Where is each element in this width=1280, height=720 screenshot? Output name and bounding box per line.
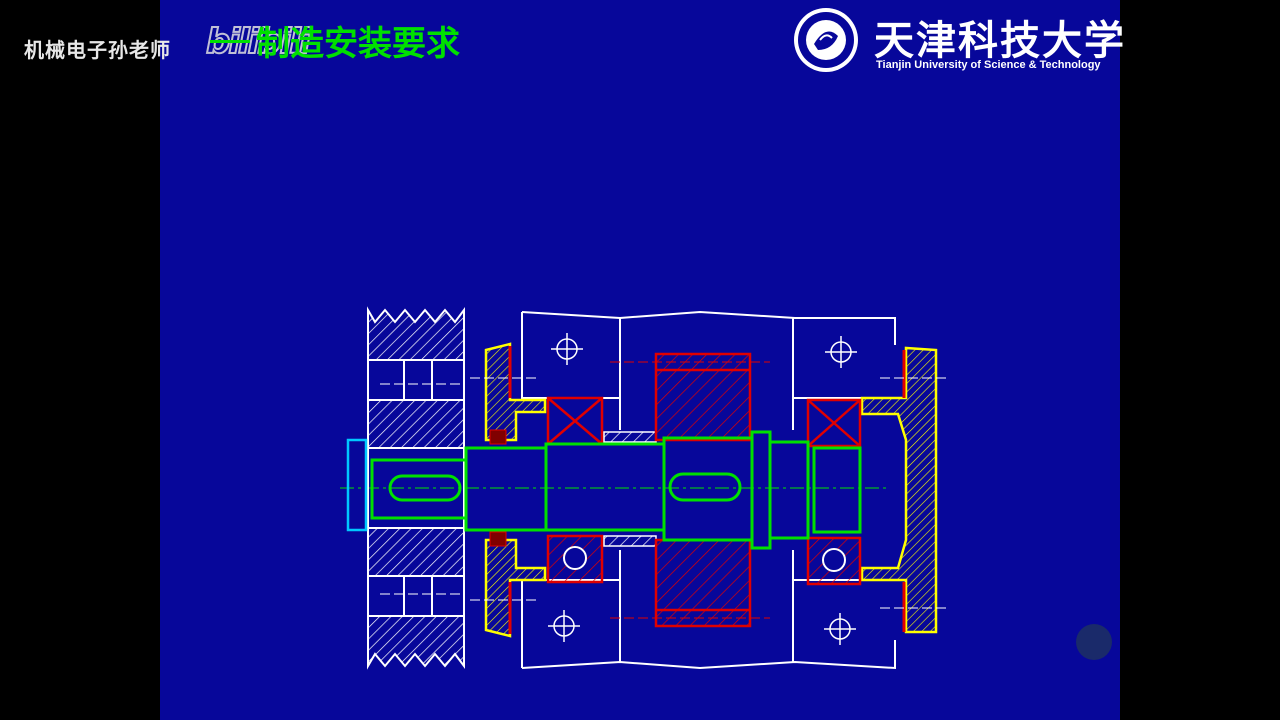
- channel-watermark: 机械电子孙老师: [24, 38, 171, 62]
- university-name-en: Tianjin University of Science & Technolo…: [876, 59, 1101, 71]
- spur-gear: [610, 352, 770, 628]
- felt-seals: [489, 429, 507, 547]
- left-bearing-ball: [563, 546, 587, 570]
- pulley-keyway: [388, 474, 462, 502]
- university-seal-icon: [794, 8, 858, 72]
- slide-title: 制造安装要求: [256, 24, 460, 64]
- right-end-cover: [860, 346, 938, 634]
- pulley-retaining-plate: [346, 438, 368, 532]
- shaft: [370, 430, 862, 550]
- centerline-marks: [380, 377, 950, 609]
- v-belt-pulley: [367, 306, 465, 670]
- right-bearing-ball: [822, 548, 846, 572]
- slide: [160, 0, 1120, 720]
- gear-keyway: [668, 472, 742, 502]
- university-name-cn: 天津科技大学: [874, 17, 1126, 64]
- presenter-cursor-dot: [1076, 624, 1112, 660]
- bolt-holes: [548, 333, 857, 645]
- title-prefix-dash: [210, 40, 250, 43]
- left-end-cover: [484, 342, 547, 638]
- right-bearing: [806, 398, 862, 586]
- gaskets: [508, 346, 906, 634]
